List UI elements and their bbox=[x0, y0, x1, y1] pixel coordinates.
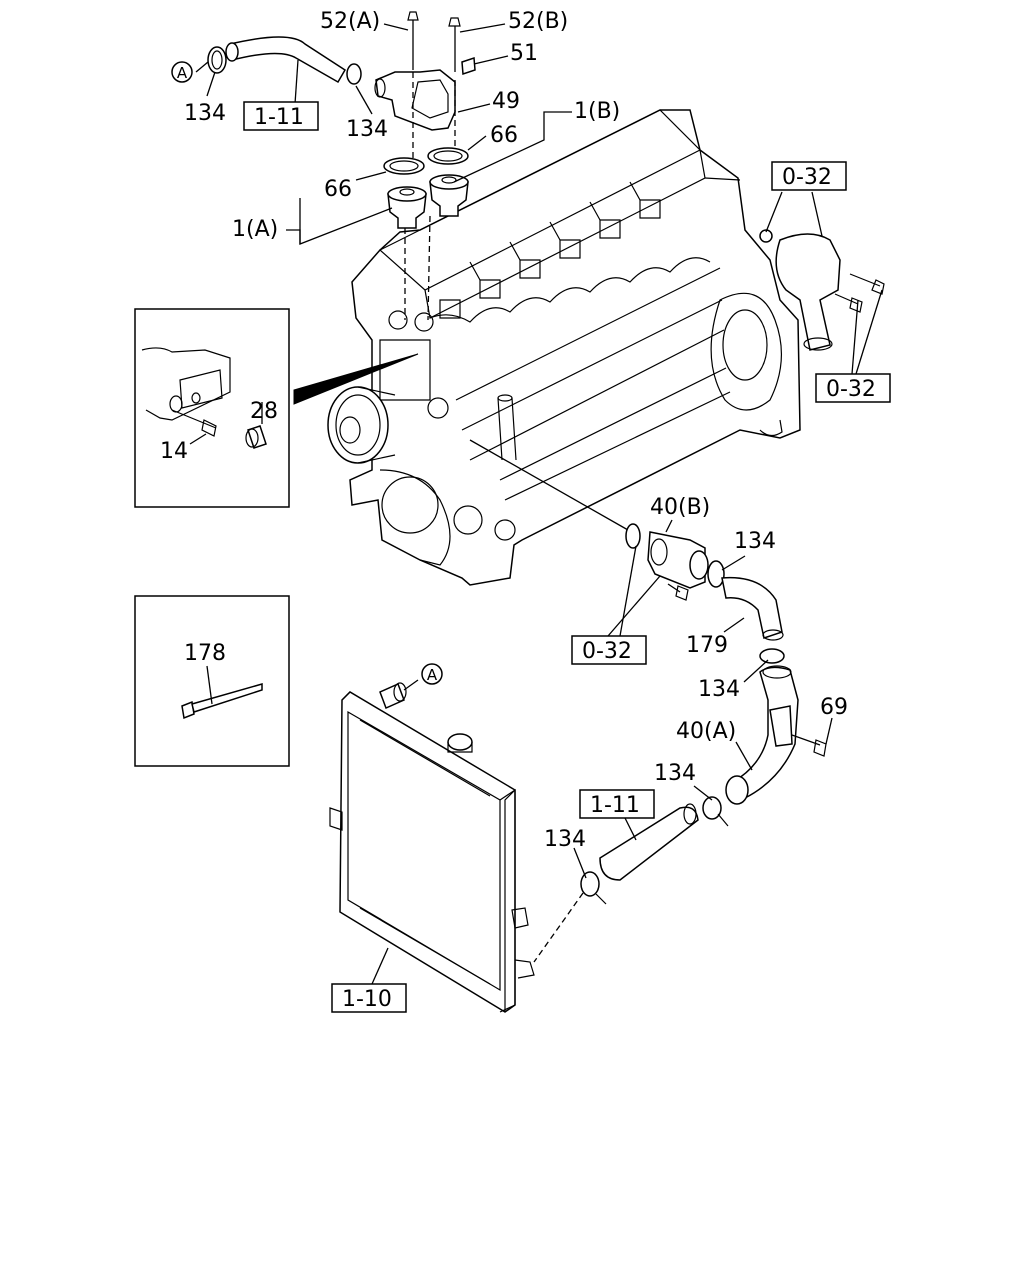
callout-134-top-left: 134 bbox=[184, 101, 226, 126]
detail-inset-cable-tie bbox=[134, 595, 290, 767]
callout-66-lower: 66 bbox=[324, 177, 352, 202]
callout-1b: 1(B) bbox=[574, 99, 620, 124]
callout-66-upper: 66 bbox=[490, 123, 518, 148]
detail-inset-drain-plug bbox=[134, 308, 419, 508]
callout-40a: 40(A) bbox=[676, 719, 736, 744]
callout-179: 179 bbox=[686, 633, 728, 658]
callout-14: 14 bbox=[160, 439, 188, 464]
callout-49: 49 bbox=[492, 89, 520, 114]
marker-a-top: A bbox=[177, 64, 188, 82]
callout-178: 178 bbox=[184, 641, 226, 666]
marker-a-radiator: A bbox=[427, 666, 438, 684]
rear-water-pipe bbox=[759, 229, 885, 351]
callout-1a: 1(A) bbox=[232, 217, 278, 242]
leader-lines bbox=[189, 23, 883, 985]
callout-28: 28 bbox=[250, 399, 278, 424]
ref-0-32-top-right: 0-32 bbox=[782, 165, 832, 190]
callout-69: 69 bbox=[820, 695, 848, 720]
callout-40b: 40(B) bbox=[650, 495, 710, 520]
ref-1-10: 1-10 bbox=[342, 987, 392, 1012]
callout-134-bottom: 134 bbox=[544, 827, 586, 852]
connection-markers: A A bbox=[171, 61, 443, 685]
radiator bbox=[329, 682, 535, 1013]
callout-134-top: 134 bbox=[346, 117, 388, 142]
callout-134-lower: 134 bbox=[698, 677, 740, 702]
reference-boxes: 1-11 0-32 0-32 0-32 1-11 1-10 bbox=[243, 101, 891, 1013]
water-inlet-pipes bbox=[469, 439, 827, 963]
ref-0-32-bottom: 0-32 bbox=[582, 639, 632, 664]
ref-1-11-top: 1-11 bbox=[254, 105, 304, 130]
callout-labels: 52(A) 52(B) 51 49 66 1(B) 66 1(A) 134 13… bbox=[160, 9, 848, 852]
callout-52b: 52(B) bbox=[508, 9, 568, 34]
callout-52a: 52(A) bbox=[320, 9, 380, 34]
thermostat-housing bbox=[207, 11, 476, 321]
ref-0-32-right: 0-32 bbox=[826, 377, 876, 402]
callout-134-bottom-right: 134 bbox=[654, 761, 696, 786]
engine-block bbox=[327, 109, 801, 586]
callout-51: 51 bbox=[510, 41, 538, 66]
callout-134-mid: 134 bbox=[734, 529, 776, 554]
ref-1-11-bottom: 1-11 bbox=[590, 793, 640, 818]
